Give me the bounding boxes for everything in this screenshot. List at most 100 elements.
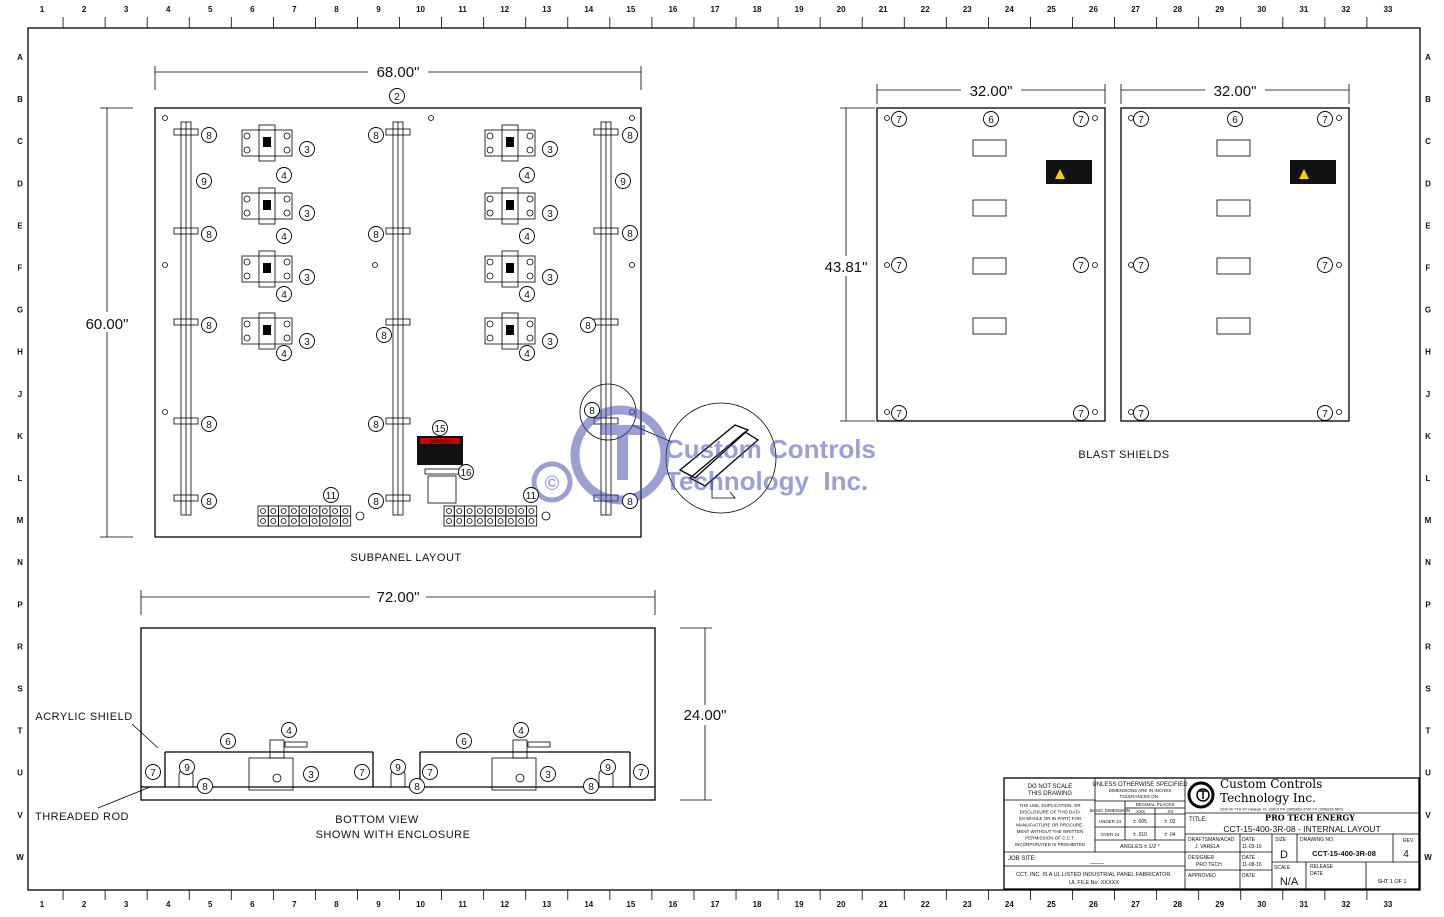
grid-row-label: V (1425, 811, 1431, 820)
disclaimer-line: PERMISSION OF C.C.T. (1025, 836, 1075, 841)
grid-column-label: 1 (40, 900, 45, 909)
callout-number: 7 (1322, 261, 1328, 272)
approved-date-label: DATE (1242, 873, 1256, 879)
rail-clip (385, 318, 411, 326)
callout-balloon: 3 (542, 141, 558, 157)
job-site-label: JOB SITE: (1008, 856, 1037, 862)
callout-number: 7 (150, 768, 156, 779)
callout-number: 6 (225, 737, 231, 748)
grid-column-label: 4 (166, 5, 171, 14)
callout-number: 3 (547, 273, 553, 284)
grid-column-label: 19 (795, 900, 804, 909)
callout-balloon: 3 (299, 205, 315, 221)
rail-clip (173, 318, 199, 326)
shield-slot (972, 139, 1007, 157)
circuit-breaker (484, 187, 536, 225)
callout-number: 4 (524, 171, 530, 182)
callout-balloon: 4 (281, 722, 297, 738)
grid-row-label: U (17, 769, 23, 778)
callout-number: 8 (373, 131, 379, 142)
callout-balloon: 7 (1317, 405, 1333, 421)
callout-number: 11 (326, 491, 337, 502)
dp-col-1: .XXX (1135, 809, 1145, 814)
grid-column-label: 4 (166, 900, 171, 909)
callout-balloon: 3 (299, 333, 315, 349)
disclaimer-line: (IN WHOLE OR IN PART) FOR (1019, 816, 1082, 821)
grid-column-label: 11 (458, 5, 467, 14)
callout-number: 8 (206, 131, 212, 142)
callout-balloon: 8 (622, 127, 638, 143)
drawing-no-label: DRAWING NO. (1300, 837, 1334, 843)
ul-file: UL FILE No. XXXXX (1069, 880, 1119, 886)
grid-column-label: 7 (292, 5, 297, 14)
grid-row-label: T (18, 727, 23, 736)
callout-number: 7 (1138, 115, 1144, 126)
grid-column-label: 2 (82, 5, 87, 14)
callout-balloon: 8 (368, 493, 384, 509)
subpanel-width-dimension: 68.00" (377, 64, 420, 81)
subpanel-layout: 68.00" 60.00" DANGER SUBPANEL LAYOUT (80, 63, 777, 564)
circuit-breaker (484, 312, 536, 350)
draftsman-label: DRAFTSMAN/ACAD (1188, 837, 1235, 843)
callout-balloon: 8 (376, 327, 392, 343)
grid-column-label: 15 (626, 900, 635, 909)
callout-number: 7 (1322, 115, 1328, 126)
grid-column-label: 10 (416, 5, 425, 14)
callout-balloon: 3 (542, 205, 558, 221)
disclaimer-line: DISCLOSURE OF THIS DATA (1020, 810, 1081, 815)
grid-row-label: A (17, 53, 23, 62)
circuit-breaker (241, 312, 293, 350)
callout-balloon: 7 (1073, 405, 1089, 421)
callout-balloon: 8 (622, 493, 638, 509)
callout-balloon: 7 (891, 111, 907, 127)
grid-row-label: V (17, 811, 23, 820)
grid-column-label: 18 (753, 900, 762, 909)
callout-balloon: 8 (580, 317, 596, 333)
grid-column-label: 5 (208, 900, 213, 909)
grid-column-label: 12 (500, 900, 509, 909)
grid-column-label: 29 (1215, 5, 1224, 14)
draftsman-value: J. VARELA (1195, 844, 1220, 850)
callout-number: 4 (281, 171, 287, 182)
grid-row-label: R (17, 642, 23, 651)
callout-number: 3 (547, 337, 553, 348)
grid-ruler: 1122334455667788991010111112121313141415… (16, 5, 1432, 909)
bottom-height-dimension: 24.00" (684, 707, 727, 724)
grid-column-label: 7 (292, 900, 297, 909)
callout-number: 7 (896, 115, 902, 126)
disclaimer-line: THE USE, DUPLICATION, OR (1019, 803, 1081, 808)
grid-column-label: 9 (376, 900, 381, 909)
release-date-label: DATE (1310, 871, 1324, 877)
callout-number: 3 (547, 209, 553, 220)
grid-column-label: 31 (1299, 5, 1308, 14)
callout-number: 7 (427, 768, 433, 779)
callout-balloon: 9 (179, 759, 195, 775)
mounting-hole (162, 262, 168, 268)
callout-balloon: 4 (513, 722, 529, 738)
callout-number: 7 (1078, 261, 1084, 272)
callout-number: 7 (1138, 261, 1144, 272)
callout-balloon: 16 (458, 464, 474, 480)
terminal-block (257, 505, 365, 527)
grid-column-label: 24 (1005, 900, 1014, 909)
grid-row-label: A (1425, 53, 1431, 62)
callout-number: 6 (461, 737, 467, 748)
dimensions-note: DIMENSIONS ARE IN INCHES (1109, 788, 1172, 793)
callout-balloon: 8 (622, 225, 638, 241)
callout-balloon: 7 (633, 764, 649, 780)
grid-row-label: U (1425, 769, 1431, 778)
breaker-side-view (248, 739, 308, 791)
callout-number: 8 (585, 321, 591, 332)
rail-clip (385, 128, 411, 136)
callout-balloon: 3 (540, 766, 556, 782)
basic-dimension: BASIC DIMENSION (1090, 808, 1130, 813)
drawing-no-value: CCT-15-400-3R-08 (1312, 849, 1376, 858)
grid-column-label: 33 (1383, 5, 1392, 14)
grid-column-label: 32 (1341, 5, 1350, 14)
under-tol-1: ± .005 (1133, 819, 1147, 825)
job-site-value: ____ (1089, 858, 1104, 864)
callout-number: 8 (206, 230, 212, 241)
grid-column-label: 3 (124, 900, 129, 909)
project-title: PRO TECH ENERGY (1265, 813, 1355, 823)
warning-sticker (1046, 160, 1092, 184)
